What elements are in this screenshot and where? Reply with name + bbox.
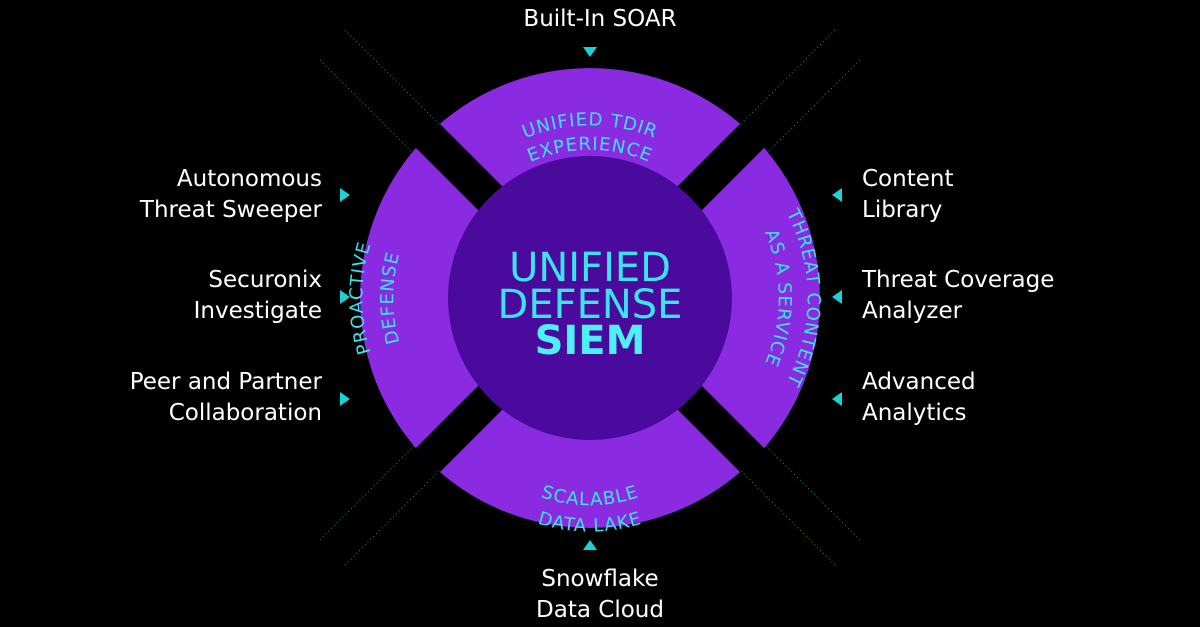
label-top-text: Built-In SOAR [523, 6, 677, 32]
core-title-line2: DEFENSE [498, 282, 683, 328]
arrow-left-icon [832, 290, 842, 304]
core-circle [448, 156, 732, 440]
label-right-3: Advanced Analytics [862, 367, 976, 429]
label-right-1-line1: Content [862, 166, 954, 192]
label-left-1-line2: Threat Sweeper [139, 197, 322, 223]
label-right-3-line1: Advanced [862, 369, 976, 395]
label-left-3-line2: Collaboration [168, 400, 322, 426]
label-left-1: Autonomous Threat Sweeper [140, 164, 322, 226]
arrow-left-icon [832, 188, 842, 202]
arrow-right-icon [340, 392, 350, 406]
arrow-right-icon [340, 188, 350, 202]
label-right-3-line2: Analytics [862, 400, 967, 426]
label-top: Built-In SOAR [450, 4, 750, 35]
arrow-up-icon [583, 540, 597, 550]
core-title-line1: UNIFIED [509, 245, 671, 291]
core-title-line3: SIEM [535, 318, 646, 364]
label-left-3-line1: Peer and Partner [129, 369, 322, 395]
label-bottom-line1: Snowflake [541, 566, 659, 592]
label-left-1-line1: Autonomous [176, 166, 322, 192]
arrow-right-icon [340, 290, 350, 304]
label-bottom-line2: Data Cloud [536, 597, 664, 623]
label-right-2-line1: Threat Coverage [862, 267, 1055, 293]
label-left-2: Securonix Investigate [194, 265, 322, 327]
label-right-2: Threat Coverage Analyzer [862, 265, 1054, 327]
label-bottom: Snowflake Data Cloud [450, 564, 750, 626]
label-left-3: Peer and Partner Collaboration [130, 367, 322, 429]
arrow-left-icon [832, 392, 842, 406]
label-left-2-line1: Securonix [208, 267, 322, 293]
label-right-1-line2: Library [862, 197, 943, 223]
label-right-2-line2: Analyzer [862, 298, 963, 324]
arrow-down-icon [583, 47, 597, 57]
label-left-2-line2: Investigate [193, 298, 322, 324]
label-right-1: Content Library [862, 164, 953, 226]
